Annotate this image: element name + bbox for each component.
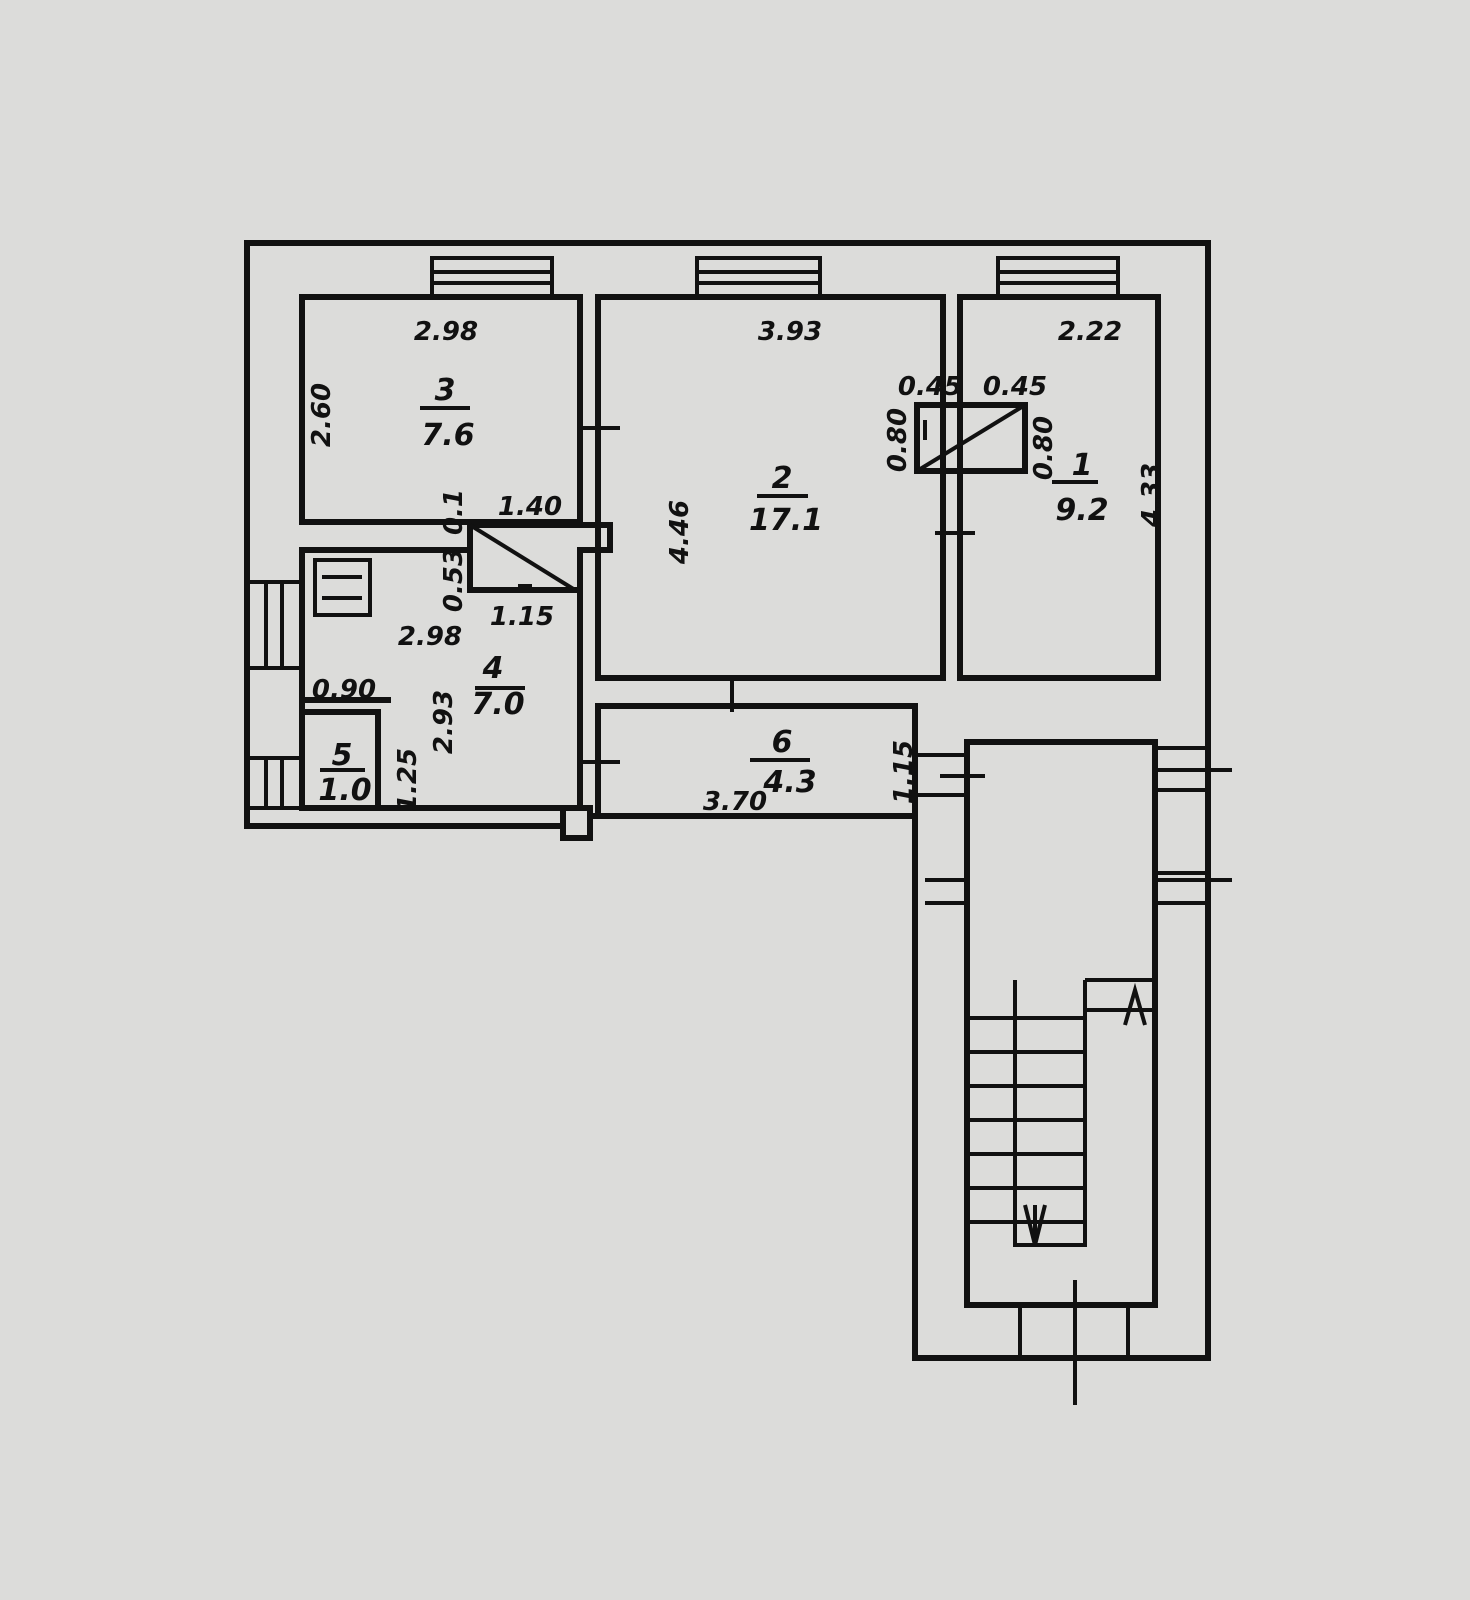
windows <box>245 256 1120 810</box>
room-2-length: 4.46 <box>665 500 695 565</box>
room-6-number: 6 <box>772 725 793 760</box>
room-3-number: 3 <box>435 373 456 408</box>
room-6-length: 1.15 <box>889 740 919 804</box>
room-1-area: 9.2 <box>1055 493 1108 528</box>
room-2-number: 2 <box>772 461 793 496</box>
labels: 2.98 2.60 3 7.6 3.93 2 17.1 4.46 2.22 1 … <box>307 317 1167 817</box>
room-3-area: 7.6 <box>421 418 474 453</box>
room-5-area: 1.0 <box>318 773 371 808</box>
closet-a-door <box>915 403 1027 473</box>
closet-b-top: 1.40 <box>498 492 562 522</box>
stove-icon <box>313 558 372 617</box>
room-3-width: 2.98 <box>414 317 478 347</box>
room-5-width: 0.90 <box>312 675 376 705</box>
closet-b <box>467 522 613 593</box>
closet-a-height-2: 0.80 <box>1029 416 1059 480</box>
room-4-width: 2.98 <box>398 622 462 652</box>
stairwell-walls <box>964 739 1158 1308</box>
closet-a <box>914 402 1028 474</box>
room-4-area: 7.0 <box>471 687 524 722</box>
closet-a-width-2: 0.45 <box>983 372 1047 402</box>
room-2-area: 17.1 <box>749 503 823 538</box>
room-1-number: 1 <box>1072 448 1093 483</box>
closet-a-height-1: 0.80 <box>883 408 913 472</box>
room-5-number: 5 <box>332 738 353 773</box>
room-6-width: 3.70 <box>703 787 767 817</box>
room-1-width: 2.22 <box>1058 317 1122 347</box>
area-fraction-lines <box>320 406 1098 772</box>
room-3-length: 2.60 <box>307 383 337 447</box>
stairs <box>967 978 1155 1247</box>
room-6-area: 4.3 <box>762 765 816 800</box>
room-1-length: 4.33 <box>1137 463 1167 528</box>
arrow-up-icon <box>1123 982 1147 1026</box>
room-5-length: 1.25 <box>393 748 423 812</box>
closet-a-width-1: 0.45 <box>898 372 962 402</box>
room-4-length: 2.93 <box>429 690 459 754</box>
closet-b-gap: 0.1 <box>439 489 469 535</box>
room-2-width: 3.93 <box>758 317 822 347</box>
closet-b-door <box>468 523 577 592</box>
closet-b-mark <box>518 584 532 591</box>
room-4-number: 4 <box>482 651 504 686</box>
door-ticks <box>578 426 1232 1405</box>
column <box>560 805 593 841</box>
closet-b-height: 0.53 <box>439 548 469 612</box>
closet-b-bottom: 1.15 <box>490 602 554 632</box>
room-1-walls <box>957 294 1161 681</box>
room-2-walls <box>595 294 946 681</box>
outer-wall <box>244 240 1211 1361</box>
